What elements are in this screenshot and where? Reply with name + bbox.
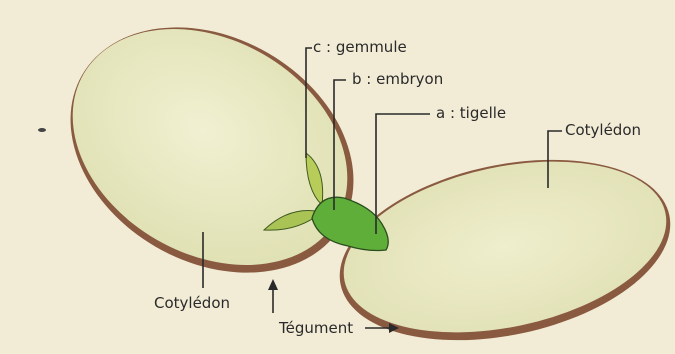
label-cotyledon-left: Cotylédon [154,294,230,312]
label-cotyledon-right: Cotylédon [565,121,641,139]
label-embryon: b : embryon [352,70,443,88]
label-gemmule: c : gemmule [313,38,407,56]
speck [38,128,46,132]
label-tegument: Tégument [279,319,353,337]
label-tigelle: a : tigelle [436,104,506,122]
